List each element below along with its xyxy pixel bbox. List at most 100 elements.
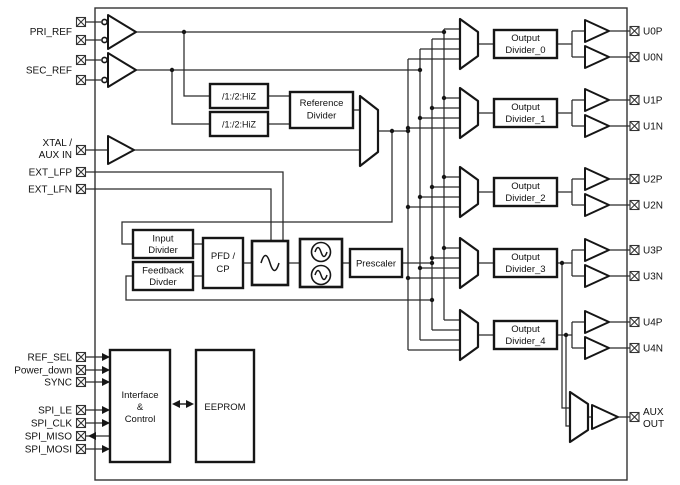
pin-icon — [629, 173, 640, 185]
pin-label-u1n: U1N — [643, 122, 663, 133]
wiring — [85, 21, 630, 450]
block-label: PFD / — [211, 251, 236, 262]
block-label: Divider — [307, 111, 337, 122]
pin-icon — [75, 144, 87, 156]
sec-ref-input-buffer — [101, 52, 137, 88]
pin-label-u3n: U3N — [643, 272, 663, 283]
block-label: Prescaler — [356, 259, 396, 270]
pin-icon — [629, 51, 640, 63]
pin-icon — [629, 411, 640, 423]
block-label: Reference — [300, 98, 344, 109]
pin-icon — [75, 183, 87, 195]
output-divider-1-block: Output Divider_1 — [492, 97, 559, 129]
pin-icon — [629, 94, 640, 106]
pin-icon — [75, 417, 87, 429]
chip-boundary — [94, 7, 628, 481]
pin-icon — [75, 443, 87, 455]
block-label: Divider_3 — [505, 264, 545, 275]
block-label: Divider_4 — [505, 336, 545, 347]
pin-icon — [75, 54, 87, 66]
pin-icon — [75, 166, 87, 178]
output-mux-1 — [458, 86, 480, 140]
output-buffers — [584, 19, 610, 360]
input-divider-block: Input Divider — [131, 228, 195, 260]
pin-label-pri-ref: PRI_REF — [30, 27, 72, 38]
output-mux-3 — [458, 236, 480, 290]
feedback-divider-block: Feedback Divder — [131, 260, 195, 292]
pin-icon — [629, 199, 640, 211]
pin-icon — [75, 404, 87, 416]
pin-label-aux-out: AUX — [643, 407, 664, 418]
block-label: Control — [125, 414, 156, 425]
output-divider-0-block: Output Divider_0 — [492, 28, 559, 60]
pin-label-u2p: U2P — [643, 175, 663, 186]
block-label: Feedback — [142, 266, 184, 277]
pin-icon — [75, 16, 87, 28]
block-label: Divder — [149, 277, 176, 288]
pin-icon — [75, 74, 87, 86]
pin-icon — [75, 34, 87, 46]
pin-label-u4n: U4N — [643, 344, 663, 355]
pin-icon — [75, 376, 87, 388]
pin-label-spi-le: SPI_LE — [38, 406, 72, 417]
reference-divider-block: Reference Divider — [288, 90, 355, 130]
pin-label-spi-clk: SPI_CLK — [31, 419, 72, 430]
xtal-aux-input-buffer — [107, 135, 135, 165]
pin-label-ext-lfp: EXT_LFP — [29, 168, 73, 179]
left-pin-labels: PRI_REF SEC_REF XTAL / AUX IN EXT_LFP EX… — [14, 27, 72, 456]
block-label: /1:/2:HiZ — [222, 92, 257, 102]
output-mux-4 — [458, 308, 480, 362]
pin-label-u0n: U0N — [643, 53, 663, 64]
reference-mux — [358, 94, 380, 168]
block-label: CP — [216, 264, 229, 275]
block-label: Input — [152, 234, 173, 245]
block-label: Interface — [122, 390, 159, 401]
right-pin-labels: U0P U0N U1P U1N U2P U2N U3P U3N U4P U4N … — [643, 27, 664, 431]
pin-label-ref-sel: REF_SEL — [28, 353, 73, 364]
hiz-divider-1-block: /1:/2:HiZ — [208, 82, 270, 110]
pin-label-u2n: U2N — [643, 201, 663, 212]
pin-icon — [629, 244, 640, 256]
block-label: Output — [511, 181, 540, 192]
pin-label-spi-miso: SPI_MISO — [25, 432, 72, 443]
pin-icon — [75, 364, 87, 376]
pin-label-xtal: XTAL / — [43, 138, 73, 149]
block-label: Divider_0 — [505, 45, 545, 56]
pfd-cp-block: PFD / CP — [201, 236, 245, 290]
block-label: Divider_2 — [505, 193, 545, 204]
block-label: Divider — [148, 245, 178, 256]
pin-icon — [75, 430, 87, 442]
block-label: EEPROM — [204, 402, 245, 413]
eeprom-block: EEPROM — [194, 348, 256, 464]
pin-label-power-down: Power_down — [14, 366, 72, 377]
pin-label-spi-mosi: SPI_MOSI — [25, 445, 72, 456]
block-label: /1:/2:HiZ — [222, 120, 257, 130]
pin-label-aux-out: OUT — [643, 419, 664, 430]
junction-dots — [169, 29, 569, 338]
output-divider-4-block: Output Divider_4 — [492, 319, 559, 351]
pin-label-sec-ref: SEC_REF — [26, 66, 72, 77]
block-label: Output — [511, 252, 540, 263]
pin-label-sync: SYNC — [44, 378, 72, 389]
pin-icon — [629, 342, 640, 354]
block-label: & — [137, 402, 144, 413]
block-label: Output — [511, 324, 540, 335]
prescaler-block: Prescaler — [348, 247, 404, 279]
output-divider-3-block: Output Divider_3 — [492, 247, 559, 279]
interface-control-block: Interface & Control — [108, 348, 172, 464]
loop-filter-block — [250, 239, 290, 287]
output-divider-2-block: Output Divider_2 — [492, 176, 559, 208]
pin-label-u1p: U1P — [643, 96, 663, 107]
output-mux-0 — [458, 17, 480, 71]
pin-icon — [629, 316, 640, 328]
pin-label-u0p: U0P — [643, 27, 663, 38]
block-label: Divider_1 — [505, 114, 545, 125]
aux-mux — [568, 390, 590, 444]
pin-icon — [629, 270, 640, 282]
pin-icon — [629, 120, 640, 132]
block-label: Output — [511, 33, 540, 44]
aux-output-buffer — [591, 404, 619, 430]
pin-label-u3p: U3P — [643, 246, 663, 257]
vco-block — [298, 237, 344, 289]
pin-label-u4p: U4P — [643, 318, 663, 329]
